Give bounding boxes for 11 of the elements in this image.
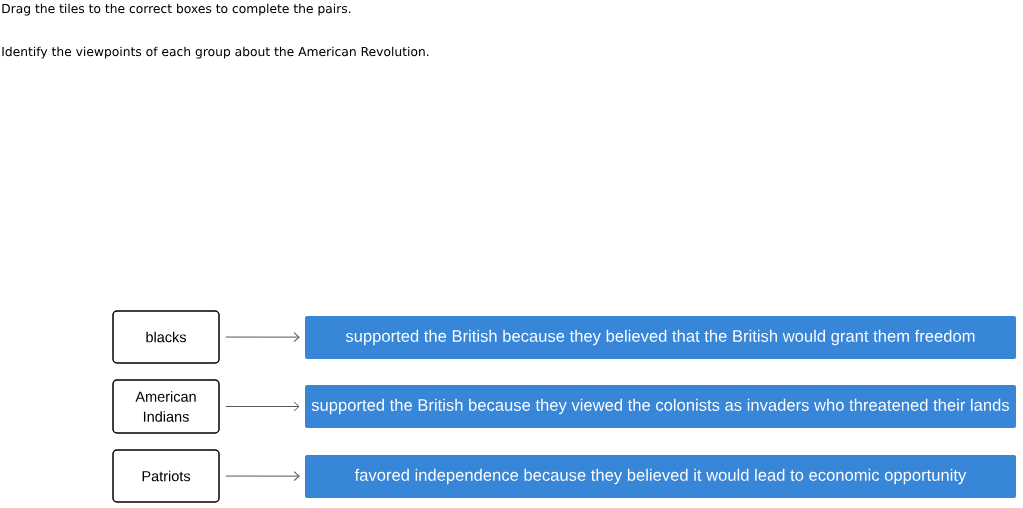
group-box: American Indians — [112, 379, 220, 434]
arrow — [225, 471, 300, 482]
arrow — [225, 401, 300, 412]
group-box: blacks — [112, 310, 220, 364]
instruction-text: Drag the tiles to the correct boxes to complete the pairs. — [2, 3, 351, 16]
answer-tile: supported the British because they viewed the colonists as invaders who threatened their lands — [305, 385, 1016, 428]
group-box: Patriots — [112, 449, 220, 503]
answer-tile: supported the British because they believed that the British would grant them freedom — [305, 316, 1016, 359]
instruction-text: Identify the viewpoints of each group about the American Revolution. — [2, 46, 429, 59]
answer-tile: favored independence because they believed it would lead to economic opportunity — [305, 455, 1016, 498]
arrow — [225, 332, 300, 343]
